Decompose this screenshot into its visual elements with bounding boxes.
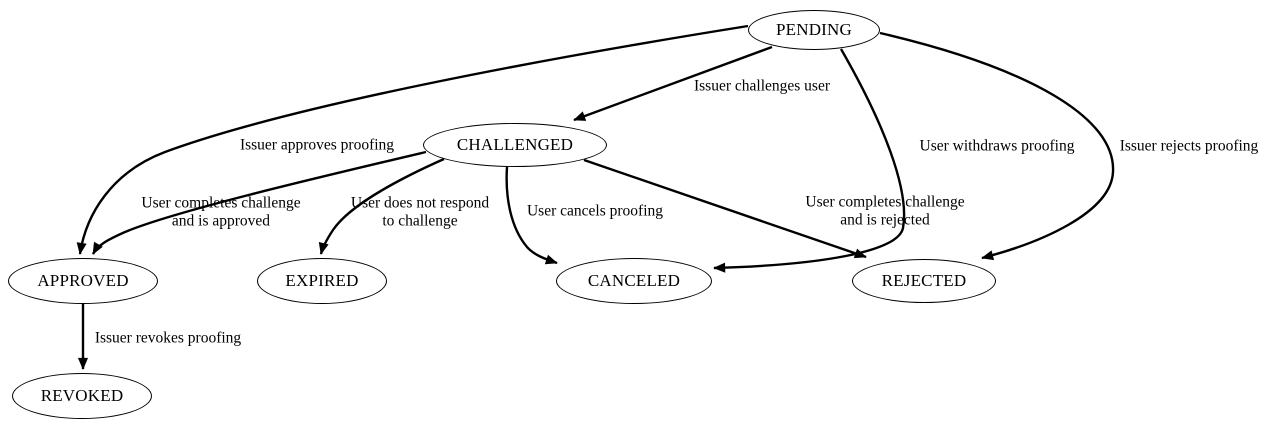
edge-challenged-to-approved xyxy=(91,150,427,255)
state-node-label-pending: PENDING xyxy=(775,20,852,39)
edge-label-pending-to-rejected: Issuer rejects proofing xyxy=(1120,137,1259,155)
edge-label-line: Issuer approves proofing xyxy=(239,136,395,154)
edge-label-line: User completes challenge xyxy=(805,193,965,211)
edge-label-pending-to-challenged: Issuer challenges user xyxy=(694,77,830,95)
state-node-expired: EXPIRED xyxy=(257,258,387,304)
state-node-approved: APPROVED xyxy=(8,258,158,304)
edge-challenged-to-canceled xyxy=(505,166,558,265)
state-node-label-approved: APPROVED xyxy=(37,271,129,290)
edge-label-line: User cancels proofing xyxy=(526,202,664,220)
edge-label-line: User does not respond xyxy=(350,194,490,212)
edge-challenged-to-rejected xyxy=(583,158,867,259)
state-node-label-challenged: CHALLENGED xyxy=(456,135,574,154)
edge-label-line: User withdraws proofing xyxy=(919,137,1075,155)
edge-label-pending-to-canceled: User withdraws proofing xyxy=(920,137,1075,155)
state-node-label-expired: EXPIRED xyxy=(285,271,359,290)
state-node-canceled: CANCELED xyxy=(556,258,712,304)
edge-label-line: Issuer challenges user xyxy=(693,77,831,95)
edge-label-pending-to-approved: Issuer approves proofing xyxy=(240,136,394,154)
state-node-pending: PENDING xyxy=(748,10,880,50)
edge-label-line: Issuer rejects proofing xyxy=(1119,137,1259,155)
edge-label-challenged-to-canceled: User cancels proofing xyxy=(527,202,663,220)
state-node-challenged: CHALLENGED xyxy=(423,123,607,167)
state-node-rejected: REJECTED xyxy=(852,259,996,303)
edge-pending-to-rejected xyxy=(879,31,1115,261)
state-node-label-canceled: CANCELED xyxy=(587,271,681,290)
edge-label-line: and is approved xyxy=(171,212,271,229)
edge-challenged-to-expired xyxy=(318,157,445,255)
edge-label-line: User completes challenge xyxy=(141,194,301,212)
state-node-revoked: REVOKED xyxy=(12,373,152,419)
edge-label-line: and is rejected xyxy=(840,211,930,228)
edge-pending-to-challenged xyxy=(573,45,773,122)
edge-pending-to-canceled xyxy=(713,48,906,273)
state-node-label-rejected: REJECTED xyxy=(881,271,967,290)
state-node-label-revoked: REVOKED xyxy=(40,386,124,405)
edge-pending-to-approved xyxy=(76,24,749,255)
edge-label-approved-to-revoked: Issuer revokes proofing xyxy=(95,329,241,347)
edge-label-line: to challenge xyxy=(382,212,458,229)
edge-label-line: Issuer revokes proofing xyxy=(94,329,242,347)
